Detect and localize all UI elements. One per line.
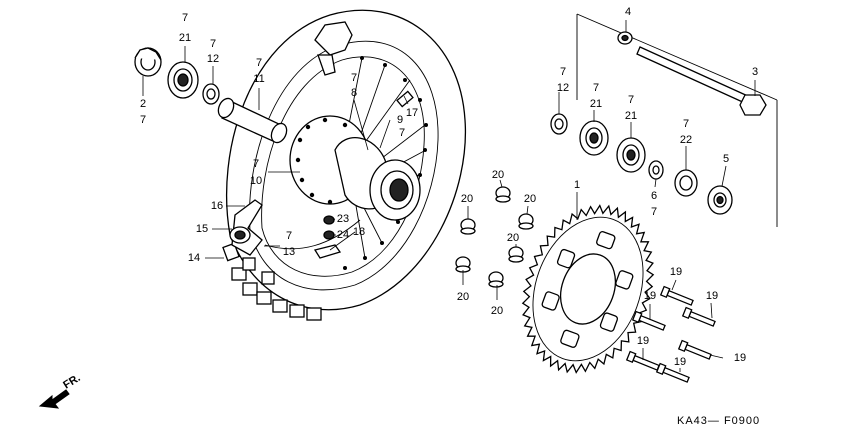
callout-20: 20 bbox=[457, 291, 469, 303]
callout-21: 21 bbox=[590, 98, 602, 110]
callout-21: 21 bbox=[625, 110, 637, 122]
callout-18: 18 bbox=[353, 226, 365, 238]
side-collar-nut-2 bbox=[134, 47, 162, 77]
callout-19: 19 bbox=[637, 335, 649, 347]
callout-11: 11 bbox=[253, 73, 264, 85]
callout-19: 19 bbox=[734, 352, 746, 364]
bearing-21-left bbox=[167, 61, 199, 99]
callout-7: 7 bbox=[560, 66, 566, 78]
bearing-21-right-b bbox=[616, 137, 646, 173]
tire-top-lug bbox=[314, 21, 353, 76]
callout-3: 3 bbox=[752, 66, 758, 78]
driven-sprocket-1 bbox=[521, 204, 655, 374]
callout-23: 23 bbox=[337, 213, 349, 225]
callout-9: 9 bbox=[397, 114, 403, 126]
callout-20: 20 bbox=[492, 169, 504, 181]
bearing-21-right-a bbox=[579, 120, 609, 156]
side-collar-5 bbox=[707, 185, 733, 215]
callout-4: 4 bbox=[625, 6, 631, 18]
axle-3 bbox=[636, 46, 767, 116]
callout-12: 12 bbox=[557, 82, 569, 94]
callout-7: 7 bbox=[399, 127, 405, 139]
distance-collar-11 bbox=[217, 97, 288, 144]
callout-7: 7 bbox=[286, 230, 292, 242]
callout-20: 20 bbox=[491, 305, 503, 317]
callout-16: 16 bbox=[211, 200, 223, 212]
rear-wheel-assembly bbox=[226, 9, 467, 311]
callout-15: 15 bbox=[196, 223, 208, 235]
leader-lines bbox=[142, 20, 756, 372]
callout-19: 19 bbox=[644, 290, 656, 302]
front-arrow-icon bbox=[38, 389, 70, 409]
callout-7: 7 bbox=[182, 12, 188, 24]
callout-14: 14 bbox=[188, 252, 200, 264]
callout-20: 20 bbox=[524, 193, 536, 205]
callout-7: 7 bbox=[210, 38, 216, 50]
snap-ring-6 bbox=[648, 160, 664, 180]
rim-lock-washer-24 bbox=[323, 230, 335, 240]
sprocket-bolts-19 bbox=[625, 285, 716, 383]
callout-13: 13 bbox=[283, 246, 295, 258]
callout-20: 20 bbox=[507, 232, 519, 244]
callout-7: 7 bbox=[683, 118, 689, 130]
axle-dashed-box bbox=[576, 13, 778, 227]
callout-8: 8 bbox=[351, 87, 357, 99]
callout-20: 20 bbox=[461, 193, 473, 205]
callout-21: 21 bbox=[179, 32, 191, 44]
oil-seal-12-right bbox=[550, 113, 568, 135]
callout-24: 24 bbox=[337, 229, 349, 241]
callout-19: 19 bbox=[670, 266, 682, 278]
rim-band-13 bbox=[264, 219, 361, 250]
callout-12: 12 bbox=[207, 53, 219, 65]
disc-guard-15-16 bbox=[229, 199, 263, 256]
callout-10: 10 bbox=[250, 175, 262, 187]
callout-1: 1 bbox=[574, 179, 580, 191]
callout-19: 19 bbox=[674, 356, 686, 368]
callout-7: 7 bbox=[351, 72, 357, 84]
callout-22: 22 bbox=[680, 134, 692, 146]
front-direction-label: FR. bbox=[61, 372, 82, 392]
callout-5: 5 bbox=[723, 153, 729, 165]
callout-7: 7 bbox=[253, 158, 259, 170]
callout-labels: 7 21 7 12 2 7 7 11 7 8 9 7 17 7 10 16 15… bbox=[140, 6, 758, 368]
washer-4 bbox=[617, 31, 633, 45]
rim-lock-18 bbox=[313, 244, 342, 259]
front-direction-indicator: FR. bbox=[38, 372, 83, 409]
callout-2: 2 bbox=[140, 98, 146, 110]
tire-tread-lugs bbox=[222, 242, 322, 321]
callout-17: 17 bbox=[406, 107, 418, 119]
callout-7: 7 bbox=[628, 94, 634, 106]
rim-lock-nut-23 bbox=[323, 215, 335, 225]
callout-7: 7 bbox=[593, 82, 599, 94]
rim bbox=[249, 40, 439, 291]
diagram-code: KA43— F0900 bbox=[677, 415, 760, 427]
callout-19: 19 bbox=[706, 290, 718, 302]
callout-7: 7 bbox=[256, 57, 262, 69]
oil-seal-22 bbox=[674, 169, 698, 197]
oil-seal-12-left bbox=[202, 83, 220, 105]
callout-6: 6 bbox=[651, 190, 657, 202]
callout-7: 7 bbox=[140, 114, 146, 126]
callout-7: 7 bbox=[651, 206, 657, 218]
